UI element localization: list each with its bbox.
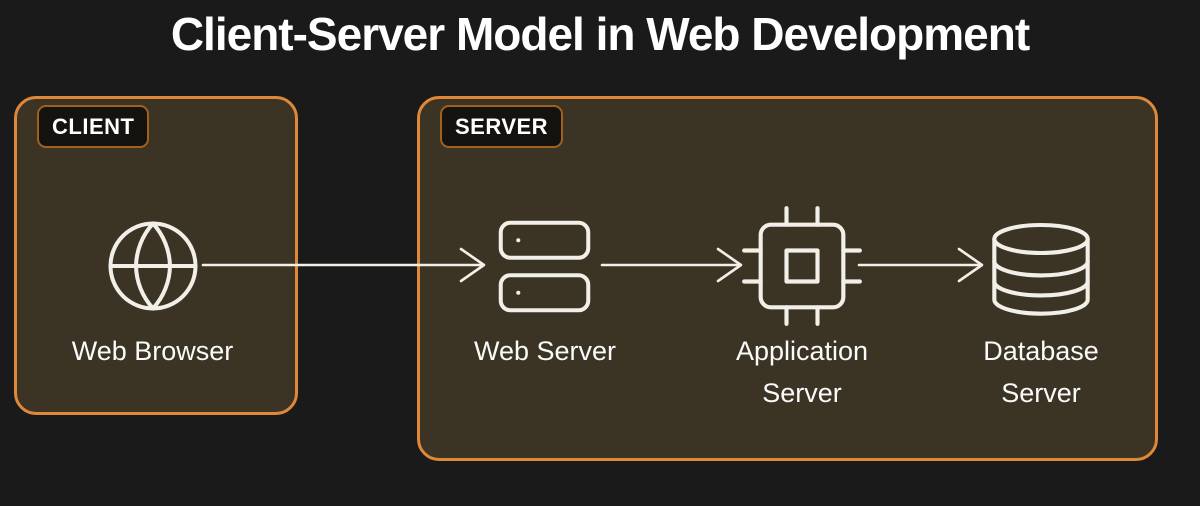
database-server-label: Database Server xyxy=(983,336,1099,408)
arrow-web-server-to-application-server xyxy=(600,247,743,283)
arrow-client-to-web-server xyxy=(201,247,486,283)
client-badge: CLIENT xyxy=(37,105,150,149)
application-server-label: Application Server xyxy=(735,336,869,408)
client-group-box: CLIENT xyxy=(14,96,298,415)
database-icon xyxy=(985,218,1097,330)
cpu-icon xyxy=(740,204,864,328)
globe-icon xyxy=(102,215,204,317)
server-badge: SERVER xyxy=(440,105,564,149)
web-server-label: Web Server xyxy=(473,336,617,366)
server-stack-icon xyxy=(492,214,597,319)
diagram-title: Client-Server Model in Web Development xyxy=(170,8,1030,60)
web-browser-label: Web Browser xyxy=(71,336,234,366)
arrow-application-server-to-database-server xyxy=(857,247,984,283)
